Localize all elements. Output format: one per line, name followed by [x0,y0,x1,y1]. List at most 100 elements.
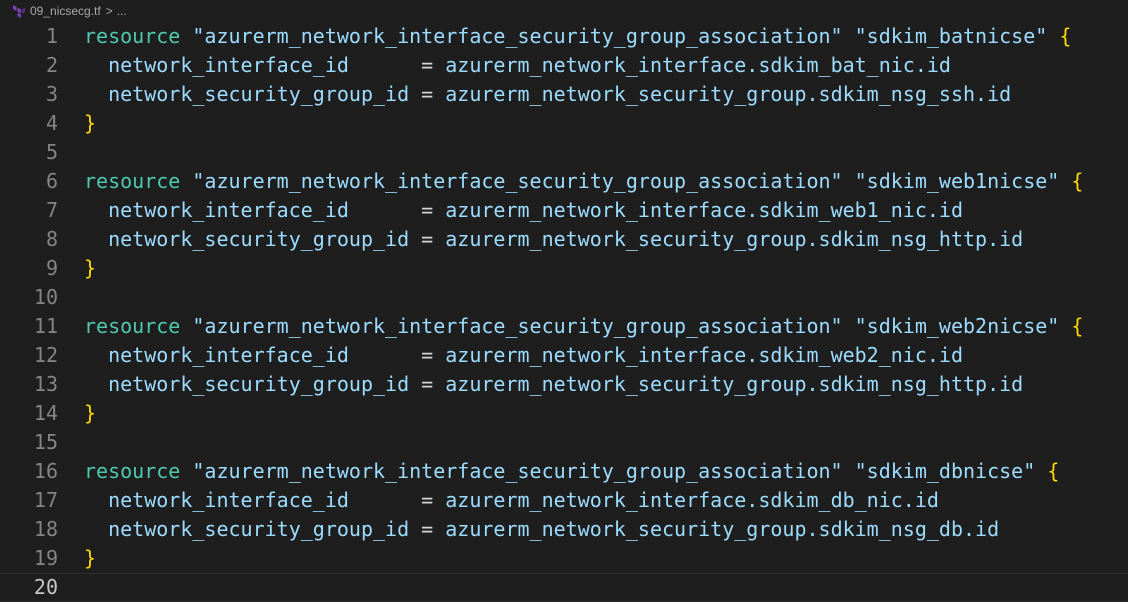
line-number: 19 [33,546,58,570]
line-number: 20 [33,575,58,599]
attribute-key: network_interface_id [108,198,410,222]
line-number: 13 [33,372,58,396]
breadcrumb-file[interactable]: 09_nicsecg.tf [30,4,101,18]
attribute-key: network_interface_id [108,343,410,367]
code-line[interactable]: 2 network_interface_id = azurerm_network… [0,51,1128,80]
code-line[interactable]: 20 [0,573,1128,602]
line-number: 7 [45,198,58,222]
close-brace: } [84,256,97,280]
attribute-key: network_interface_id [108,488,410,512]
equals-sign: = [409,517,446,541]
line-number: 5 [45,140,58,164]
line-number: 14 [33,401,58,425]
code-line[interactable]: 6 resource "azurerm_network_interface_sec… [0,167,1128,196]
attribute-value: azurerm_network_security_group.sdkim_nsg… [445,372,1024,396]
line-number: 8 [45,227,58,251]
open-brace: { [1059,24,1072,48]
attribute-key: network_security_group_id [108,82,410,106]
resource-type-string: "azurerm_network_interface_security_grou… [192,24,843,48]
code-line[interactable]: 1 resource "azurerm_network_interface_sec… [0,22,1128,51]
line-code: resource "azurerm_network_interface_secu… [84,457,1059,486]
attribute-value: azurerm_network_interface.sdkim_web1_nic… [445,198,964,222]
line-number: 12 [33,343,58,367]
close-brace: } [84,546,97,570]
attribute-key: network_security_group_id [108,227,410,251]
resource-keyword: resource [84,314,181,338]
code-line[interactable]: 3 network_security_group_id = azurerm_ne… [0,80,1128,109]
close-brace: } [84,111,97,135]
code-line[interactable]: 18 network_security_group_id = azurerm_n… [0,515,1128,544]
attribute-value: azurerm_network_security_group.sdkim_nsg… [445,82,1012,106]
resource-name-string: "sdkim_web2nicse" [854,314,1060,338]
breadcrumb-separator: > [105,4,113,18]
line-code: network_interface_id = azurerm_network_i… [84,51,951,80]
equals-sign: = [409,372,446,396]
attribute-value: azurerm_network_interface.sdkim_bat_nic.… [445,53,951,77]
code-line[interactable]: 10 [0,283,1128,312]
open-brace: { [1047,459,1060,483]
resource-keyword: resource [84,459,181,483]
equals-sign: = [409,227,446,251]
line-number: 6 [45,169,58,193]
attribute-key: network_security_group_id [108,517,410,541]
code-line[interactable]: 8 network_security_group_id = azurerm_ne… [0,225,1128,254]
attribute-value: azurerm_network_security_group.sdkim_nsg… [445,227,1024,251]
attribute-key: network_security_group_id [108,372,410,396]
line-number: 16 [33,459,58,483]
resource-type-string: "azurerm_network_interface_security_grou… [192,314,843,338]
attribute-key: network_interface_id [108,53,410,77]
equals-sign: = [409,488,446,512]
code-line[interactable]: 15 [0,428,1128,457]
attribute-value: azurerm_network_security_group.sdkim_nsg… [445,517,1000,541]
close-brace: } [84,401,97,425]
resource-keyword: resource [84,24,181,48]
line-number: 11 [33,314,58,338]
line-code: network_security_group_id = azurerm_netw… [84,515,999,544]
code-line[interactable]: 13 network_security_group_id = azurerm_n… [0,370,1128,399]
code-line[interactable]: 5 [0,138,1128,167]
code-line[interactable]: 14} [0,399,1128,428]
equals-sign: = [409,82,446,106]
equals-sign: = [409,53,446,77]
line-number: 1 [45,24,58,48]
resource-type-string: "azurerm_network_interface_security_grou… [192,169,843,193]
line-code: resource "azurerm_network_interface_secu… [84,167,1083,196]
code-line[interactable]: 7 network_interface_id = azurerm_network… [0,196,1128,225]
line-code: network_interface_id = azurerm_network_i… [84,341,963,370]
code-line[interactable]: 11 resource "azurerm_network_interface_se… [0,312,1128,341]
line-code: } [84,254,96,283]
code-line[interactable]: 16 resource "azurerm_network_interface_se… [0,457,1128,486]
resource-type-string: "azurerm_network_interface_security_grou… [192,459,843,483]
code-line[interactable]: 19} [0,544,1128,573]
line-number: 9 [45,256,58,280]
attribute-value: azurerm_network_interface.sdkim_web2_nic… [445,343,964,367]
code-line[interactable]: 17 network_interface_id = azurerm_networ… [0,486,1128,515]
breadcrumb-more[interactable]: ... [116,4,127,18]
open-brace: { [1071,169,1084,193]
breadcrumb: 09_nicsecg.tf > ... [0,0,1128,22]
code-line[interactable]: 12 network_interface_id = azurerm_networ… [0,341,1128,370]
resource-name-string: "sdkim_batnicse" [854,24,1048,48]
line-code: network_interface_id = azurerm_network_i… [84,196,963,225]
line-number: 2 [45,53,58,77]
line-code: network_security_group_id = azurerm_netw… [84,225,1023,254]
line-number: 4 [45,111,58,135]
line-code: network_security_group_id = azurerm_netw… [84,80,1011,109]
line-code: } [84,544,96,573]
code-line[interactable]: 4} [0,109,1128,138]
code-line[interactable]: 9} [0,254,1128,283]
line-code: network_interface_id = azurerm_network_i… [84,486,939,515]
line-number: 15 [33,430,58,454]
resource-keyword: resource [84,169,181,193]
line-number: 3 [45,82,58,106]
equals-sign: = [409,198,446,222]
resource-name-string: "sdkim_web1nicse" [854,169,1060,193]
code-editor[interactable]: 1 resource "azurerm_network_interface_sec… [0,22,1128,602]
equals-sign: = [409,343,446,367]
line-code: resource "azurerm_network_interface_secu… [84,22,1071,51]
attribute-value: azurerm_network_interface.sdkim_db_nic.i… [445,488,939,512]
line-number: 17 [33,488,58,512]
line-number: 10 [33,285,58,309]
line-code: resource "azurerm_network_interface_secu… [84,312,1083,341]
resource-name-string: "sdkim_dbnicse" [854,459,1036,483]
